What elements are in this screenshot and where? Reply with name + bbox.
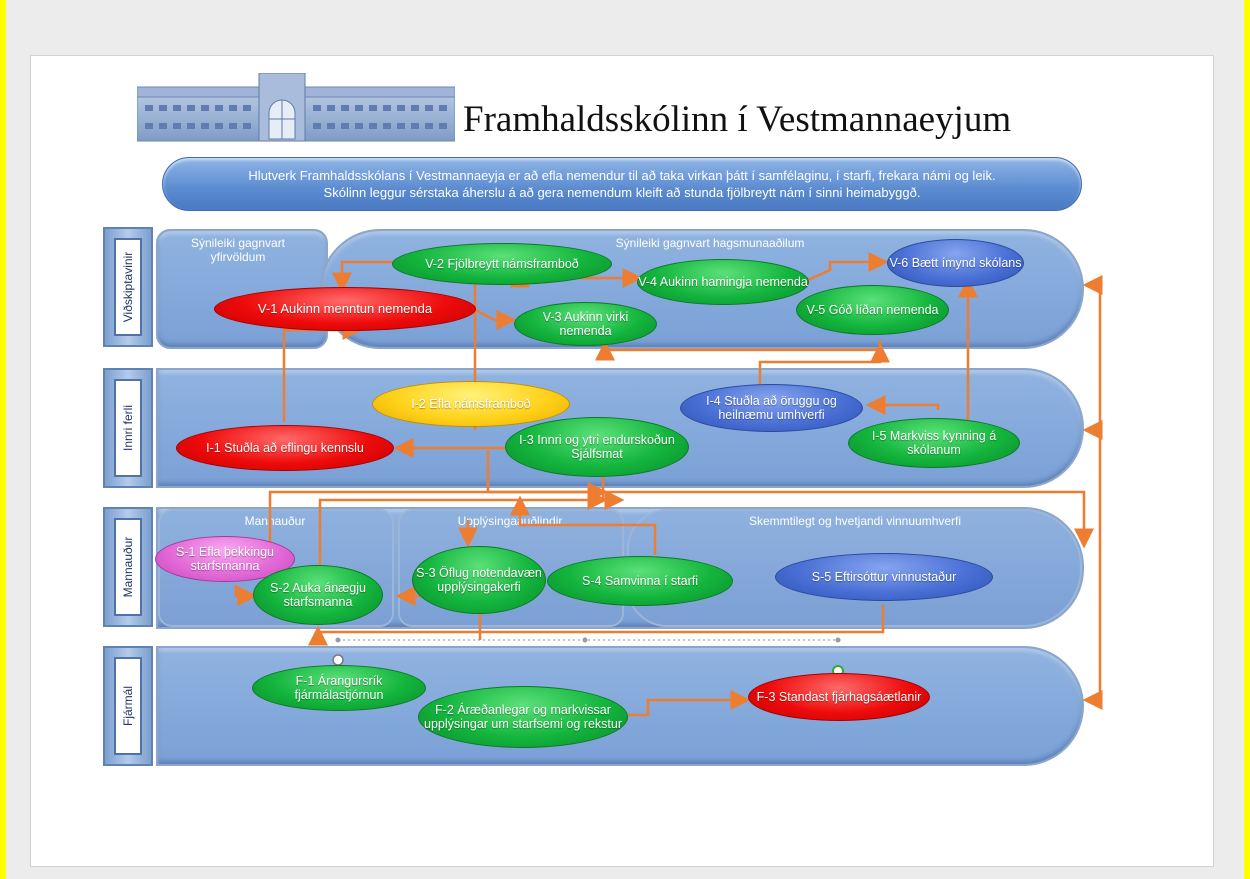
node-s4[interactable]: S-4 Samvinna í starfi [547, 556, 733, 606]
subarea-human-capital-label: Mannauður [244, 514, 306, 528]
node-i2[interactable]: I-2 Efla námsframboð [372, 381, 570, 427]
node-v5[interactable]: V-5 Góð líðan nemenda [796, 285, 949, 335]
mission-banner: Hlutverk Framhaldsskólans í Vestmannaeyj… [162, 157, 1082, 211]
node-i3[interactable]: I-3 Innri og ytri endurskoðun Sjálfsmat [505, 417, 689, 477]
node-v1[interactable]: V-1 Aukinn menntun nemenda [214, 287, 476, 331]
node-i1[interactable]: I-1 Stuðla að eflingu kennslu [176, 425, 394, 471]
node-i5[interactable]: I-5 Markviss kynning á skólanum [848, 418, 1020, 468]
node-s5[interactable]: S-5 Eftirsóttur vinnustaður [775, 553, 993, 601]
node-s1[interactable]: S-1 Efla þekkingu starfsmanna [155, 536, 295, 582]
node-f3[interactable]: F-3 Standast fjárhagsáætlanir [748, 673, 930, 721]
school-building-logo [137, 73, 455, 142]
mission-line-2: Skólinn leggur sérstaka áherslu á að ger… [323, 185, 921, 200]
right-edge-bar [1244, 0, 1250, 879]
subarea-stakeholders-label: Sýnileiki gagnvart hagsmunaaðilum [615, 236, 805, 250]
node-v4[interactable]: V-4 Aukinn hamingja nemenda [637, 259, 809, 305]
node-i4[interactable]: I-4 Stuðla að öruggu og heilnæmu umhverf… [680, 384, 863, 432]
node-f2[interactable]: F-2 Áræðanlegar og markvissar upplýsinga… [418, 686, 628, 748]
page-title: Framhaldsskólinn í Vestmannaeyjum [463, 99, 1012, 140]
node-v6[interactable]: V-6 Bætt ímynd skólans [887, 239, 1024, 287]
subarea-authorities-label: Sýnileiki gagnvart yfirvöldum [190, 236, 286, 264]
perspective-label-internal: Innri ferli [103, 368, 153, 488]
left-edge-bar [0, 0, 6, 879]
node-v3[interactable]: V-3 Aukinn virki nemenda [514, 302, 657, 346]
node-s2[interactable]: S-2 Auka ánægju starfsmanna [253, 565, 383, 625]
perspective-label-finance: Fjármál [103, 646, 153, 766]
node-s3[interactable]: S-3 Öflug notendavæn upplýsingakerfi [412, 546, 546, 614]
subarea-work-env-label: Skemmtilegt og hvetjandi vinnuumhverfi [748, 514, 962, 528]
node-f1[interactable]: F-1 Árangursrík fjármálastjórnun [252, 665, 426, 711]
perspective-label-people: Mannauður [103, 507, 153, 627]
node-v2[interactable]: V-2 Fjölbreytt námsframboð [392, 243, 612, 285]
perspective-label-customers: Viðskiptavinir [103, 227, 153, 347]
mission-line-1: Hlutverk Framhaldsskólans í Vestmannaeyj… [248, 168, 996, 183]
